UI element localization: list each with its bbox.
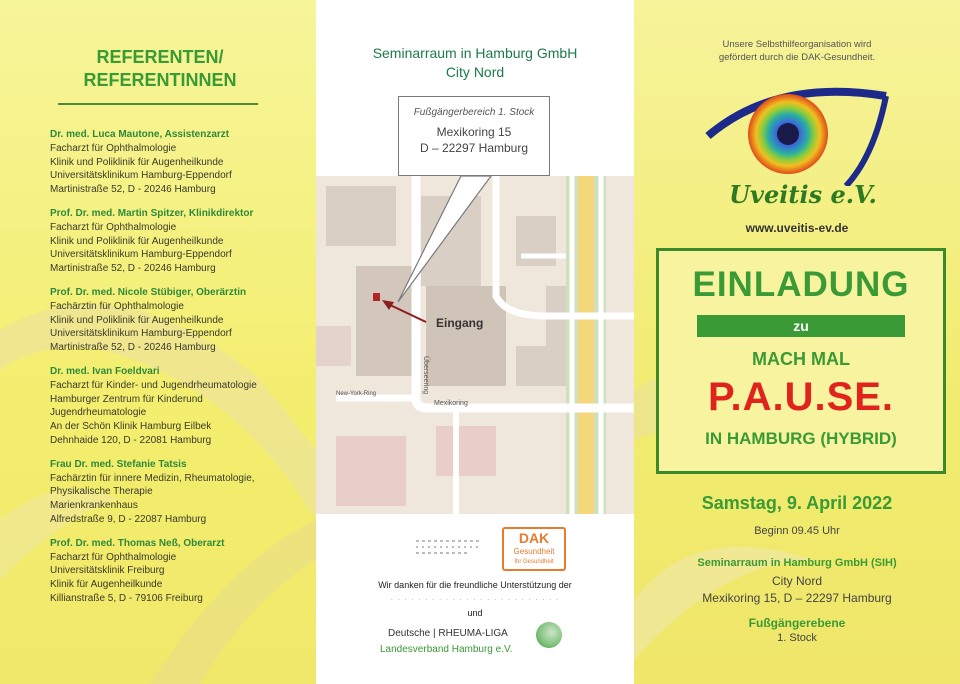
referent-entry: Dr. med. Ivan Foeldvari Facharzt für Kin… <box>50 365 257 446</box>
zu-banner: zu <box>697 315 905 337</box>
address-callout: Fußgängerbereich 1. Stock Mexikoring 15 … <box>398 96 550 176</box>
referent-entry: Prof. Dr. med. Martin Spitzer, Klinikdir… <box>50 207 254 275</box>
sponsor-note: Unsere Selbsthilfeorganisation wird gefö… <box>718 39 876 63</box>
sponsor-logo-faint <box>408 535 488 557</box>
mach-mal-text: MACH MAL <box>752 349 850 369</box>
venue-address: City Nord Mexikoring 15, D – 22297 Hambu… <box>702 574 892 605</box>
eye-logo-icon <box>705 87 889 186</box>
dak-logo: DAK Gesundheit Ihr Gesundheit <box>502 527 566 571</box>
invitation-box: EINLADUNG zu MACH MAL P.A.U.SE. IN HAMBU… <box>656 248 946 474</box>
faint-logo-icon <box>416 540 480 554</box>
rheuma-liga-name: Deutsche | RHEUMA-LIGA <box>388 628 508 639</box>
location-panel: Seminarraum in Hamburg GmbH City Nord <box>316 0 634 684</box>
org-name: Uveitis e.V. <box>729 180 877 209</box>
and-text: und <box>467 608 483 618</box>
rheuma-liga-subtitle: Landesverband Hamburg e.V. <box>380 644 513 655</box>
referent-entry: Prof. Dr. med. Thomas Neß, Oberarzt Fach… <box>50 537 225 604</box>
referent-entry: Prof. Dr. med. Nicole Stübiger, Oberärzt… <box>50 286 247 354</box>
start-time: Beginn 09.45 Uhr <box>754 525 840 537</box>
invitation-panel: Unsere Selbsthilfeorganisation wird gefö… <box>634 0 960 684</box>
map-street-label: New-York-Ring <box>336 391 376 397</box>
location-map: Mexikoring New-York-Ring Überseering <box>316 176 634 514</box>
referents-list: Dr. med. Luca Mautone, Assistenzarzt Fac… <box>50 128 310 616</box>
entrance-label: Eingang <box>436 316 484 330</box>
einladung-heading: EINLADUNG <box>692 265 910 304</box>
referent-entry: Dr. med. Luca Mautone, Assistenzarzt Fac… <box>50 129 232 196</box>
rheuma-liga-logo <box>536 622 562 648</box>
venue-title: Seminarraum in Hamburg GmbH City Nord <box>372 45 578 80</box>
floor-heading: Fußgängerebene <box>748 616 846 630</box>
website-link[interactable]: www.uveitis-ev.de <box>745 221 849 235</box>
thanks-text: Wir danken für die freundliche Unterstüt… <box>378 580 572 590</box>
venue-name: Seminarraum in Hamburg GmbH (SIH) <box>697 557 897 569</box>
map-street-label: Mexikoring <box>434 400 468 407</box>
title-divider <box>58 103 258 105</box>
background-swoosh <box>0 304 316 684</box>
faint-text-line: · · · · · · · · · · · · · · · · · · · · … <box>390 595 560 604</box>
referents-title: REFERENTEN/ REFERENTINNEN <box>83 47 237 90</box>
hamburg-hybrid-text: IN HAMBURG (HYBRID) <box>705 429 897 448</box>
referents-panel: REFERENTEN/ REFERENTINNEN Dr. med. Luca … <box>0 0 316 684</box>
floor-level: 1. Stock <box>777 632 817 644</box>
pause-title: P.A.U.SE. <box>707 375 895 419</box>
referent-entry: Frau Dr. med. Stefanie Tatsis Fachärztin… <box>50 458 255 525</box>
event-date: Samstag, 9. April 2022 <box>701 493 893 513</box>
map-street-label: Überseering <box>422 356 430 394</box>
